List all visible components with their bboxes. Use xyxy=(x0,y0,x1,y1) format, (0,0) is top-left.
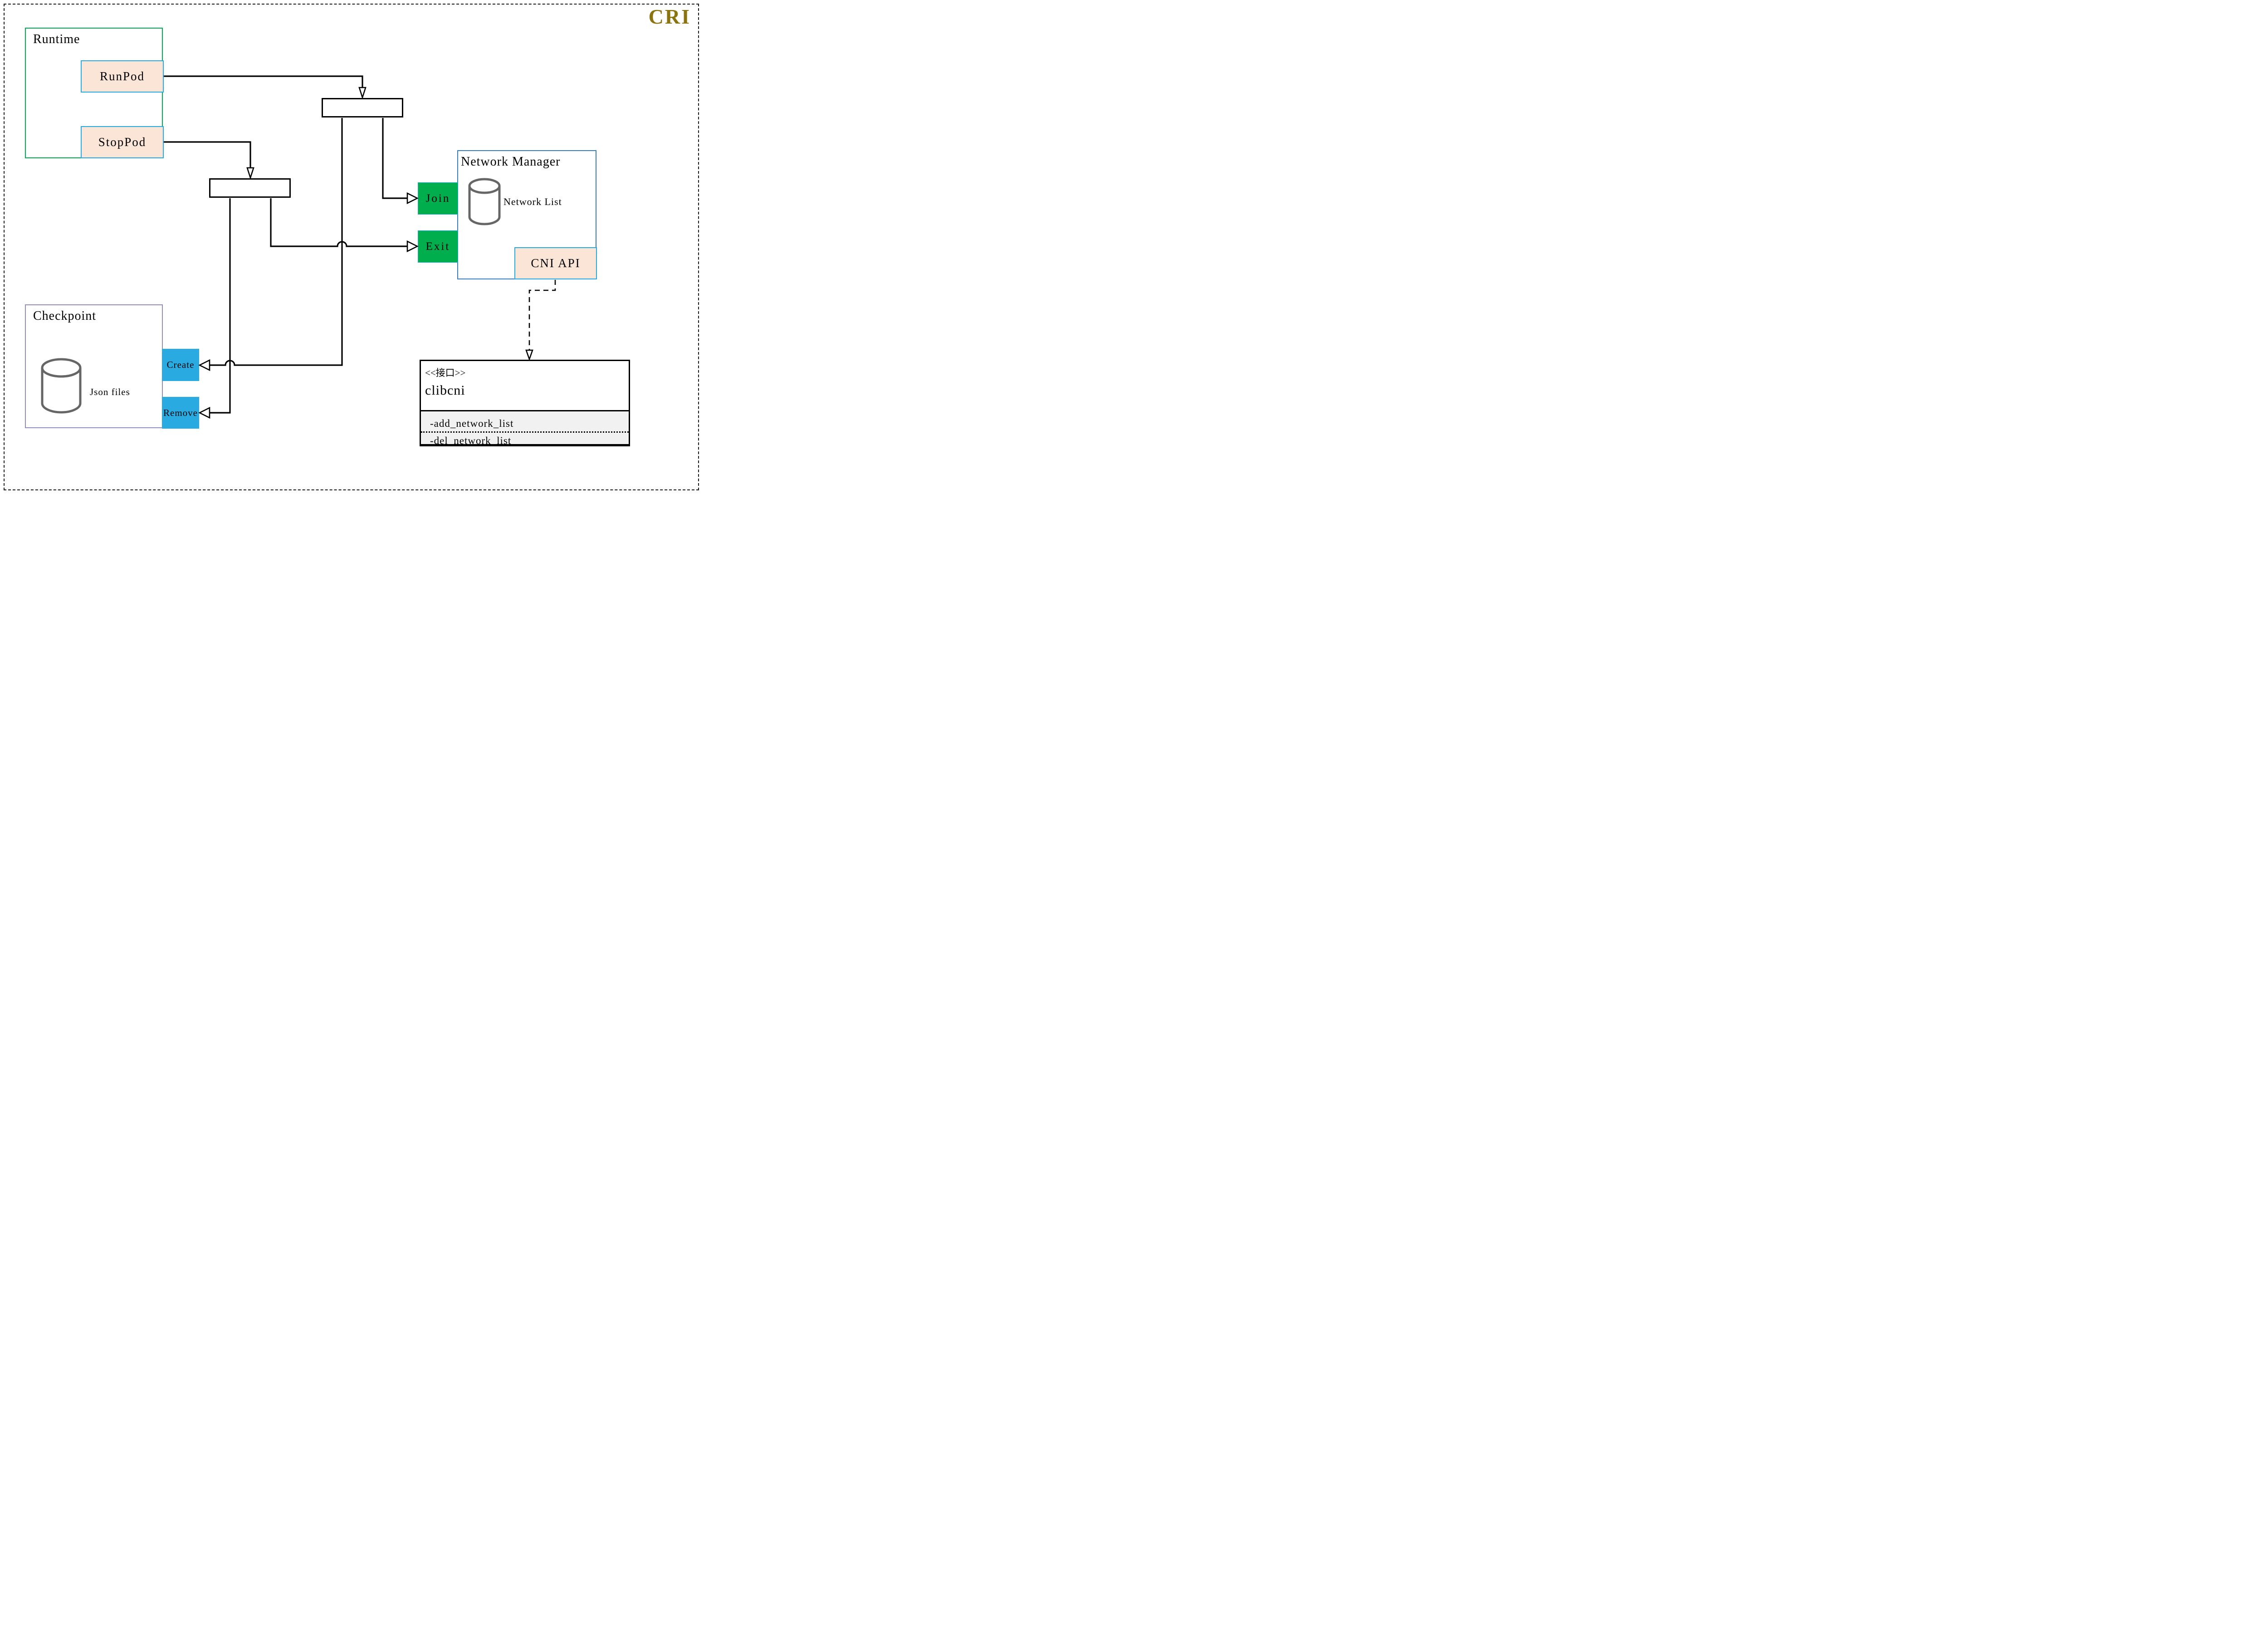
checkpoint-box: Checkpoint xyxy=(25,304,163,428)
exit-button[interactable]: Exit xyxy=(418,230,458,263)
stoppod-button[interactable]: StopPod xyxy=(81,126,164,158)
outer-dashed-border xyxy=(4,4,699,490)
clibcni-stereotype: <<接口>> xyxy=(425,367,466,378)
runpod-label: RunPod xyxy=(99,69,145,83)
network-list-database-icon xyxy=(468,178,501,225)
checkpoint-label: Checkpoint xyxy=(33,309,97,323)
join-button[interactable]: Join xyxy=(418,182,458,215)
clibcni-header-section: <<接口>> clibcni xyxy=(421,361,629,410)
join-label: Join xyxy=(425,192,450,205)
clibcni-method-divider xyxy=(421,431,629,433)
json-files-database-icon xyxy=(41,358,82,414)
clibcni-methods-section: -add_network_list -del_network_list xyxy=(421,410,629,446)
runpod-button[interactable]: RunPod xyxy=(81,60,164,93)
create-label: Create xyxy=(166,359,195,370)
diagram-canvas: CRI Runtime RunPod StopPod Network Manag… xyxy=(0,0,703,494)
remove-button[interactable]: Remove xyxy=(162,397,199,429)
exit-label: Exit xyxy=(425,240,450,253)
stoppod-label: StopPod xyxy=(98,135,147,149)
clibcni-method-del: -del_network_list xyxy=(430,435,512,446)
junction-box-top xyxy=(322,98,403,117)
cni-api-label: CNI API xyxy=(531,256,581,270)
json-files-label: Json files xyxy=(90,386,130,397)
network-manager-label: Network Manager xyxy=(461,155,561,169)
remove-label: Remove xyxy=(163,407,198,418)
cni-api-button[interactable]: CNI API xyxy=(514,247,597,279)
cri-title: CRI xyxy=(648,5,691,28)
clibcni-class-box: <<接口>> clibcni -add_network_list -del_ne… xyxy=(420,360,630,446)
clibcni-method-add: -add_network_list xyxy=(430,418,514,429)
create-button[interactable]: Create xyxy=(162,349,199,381)
runtime-label: Runtime xyxy=(33,32,80,46)
junction-box-middle xyxy=(209,178,291,198)
network-list-label: Network List xyxy=(503,196,562,207)
clibcni-name: clibcni xyxy=(425,383,465,398)
